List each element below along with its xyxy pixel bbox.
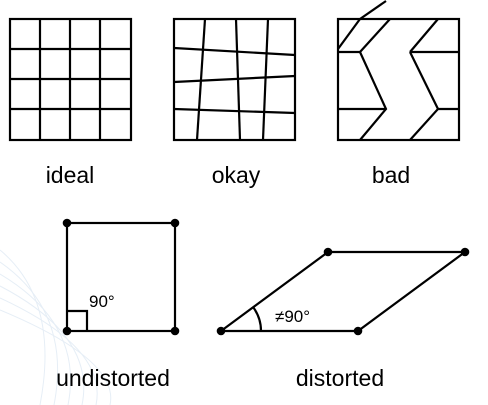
distorted-vertices [216, 247, 470, 336]
bad-label: bad [372, 162, 410, 188]
vertex-dot [323, 247, 333, 257]
vertex-dot [62, 218, 72, 228]
vertex-dot [460, 247, 470, 257]
okay-grid [172, 17, 297, 142]
right-angle-label: 90° [89, 292, 115, 311]
bad-grid [336, 0, 461, 142]
okay-label: okay [212, 162, 261, 188]
vertex-dot [170, 326, 180, 336]
vertex-dot [62, 326, 72, 336]
distorted-label: distorted [296, 365, 384, 391]
vertex-dot [353, 326, 363, 336]
distorted-parallelogram [217, 250, 469, 333]
vertex-dot [170, 218, 180, 228]
vertex-dot [216, 326, 226, 336]
undistorted-vertices [62, 218, 180, 336]
ideal-grid [8, 17, 133, 142]
ideal-label: ideal [46, 162, 95, 188]
skewed-angle-label: ≠90° [275, 307, 310, 326]
background-watermark [0, 249, 112, 405]
undistorted-label: undistorted [56, 365, 170, 391]
undistorted-square [65, 221, 177, 333]
